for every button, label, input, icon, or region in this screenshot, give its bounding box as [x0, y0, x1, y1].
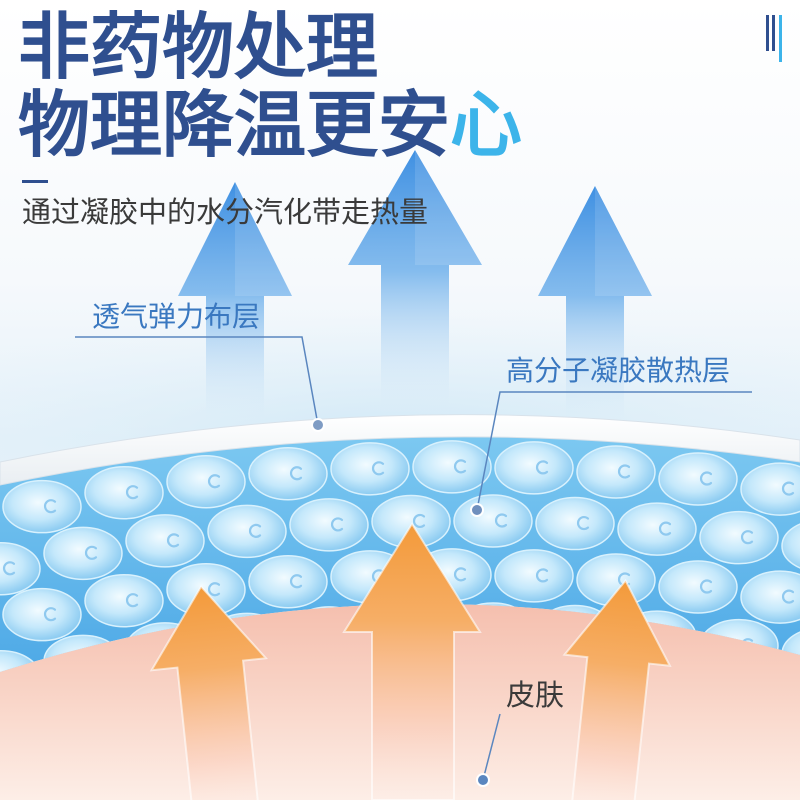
gel-bubble: [453, 494, 533, 548]
title-line-2-main: 物理降温更安: [18, 83, 451, 167]
warm-arrow-right-icon: [562, 578, 672, 800]
gel-bubble: [84, 465, 164, 520]
cloth-layer-label: 透气弹力布层: [92, 300, 261, 333]
cool-arrow-right-icon: [538, 186, 652, 430]
gel-bubble: [617, 502, 697, 556]
gel-bubble: [248, 447, 328, 501]
gel-bubble: [658, 452, 738, 506]
cloth-leader-dot: [311, 418, 325, 432]
warm-arrows: [149, 522, 672, 800]
title-line-2-accent: 心: [450, 83, 523, 167]
gel-bubble: [2, 479, 82, 534]
cloth-leader: [75, 336, 325, 432]
subtitle: 通过凝胶中的水分汽化带走热量: [22, 195, 429, 229]
gel-bubble: [781, 519, 800, 573]
cloth-leader-line: [75, 336, 319, 426]
gel-leader-dot: [470, 503, 484, 517]
skin-leader-line: [482, 713, 501, 781]
cool-arrows: [178, 150, 652, 430]
gel-bubble: [166, 454, 246, 509]
gel-bubble: [207, 504, 287, 559]
skin-leader: [476, 713, 501, 787]
cool-arrow-left-icon: [178, 182, 292, 430]
gel-bubble: [658, 560, 738, 614]
gel-leader: [470, 391, 752, 517]
gel-layer-label: 高分子凝胶散热层: [506, 354, 731, 387]
gel-bubble: [494, 549, 574, 603]
gel-leader-line: [476, 391, 752, 511]
gel-bubble: [0, 542, 41, 596]
title-line-2: 物理降温更安心: [18, 86, 522, 164]
title-line-1: 非药物处理: [18, 5, 379, 89]
gel-bubble: [289, 498, 369, 552]
skin-label: 皮肤: [506, 678, 565, 712]
gel-bubble: [43, 526, 123, 581]
gel-bubble: [84, 573, 164, 628]
gel-bubble: [576, 445, 656, 499]
warm-arrow-left-icon: [149, 584, 268, 800]
gel-bubble: [248, 555, 328, 609]
gel-bubble: [330, 442, 410, 496]
cloth-layer: [0, 414, 800, 486]
title-divider: [22, 180, 48, 183]
gel-bubble: [412, 440, 492, 494]
gel-bubble: [2, 587, 82, 642]
gel-bubble: [699, 510, 779, 565]
cool-arrow-middle-icon: [348, 150, 482, 420]
gel-bubble: [125, 514, 205, 568]
vertical-bars-icon: [766, 15, 782, 62]
gel-bubble: [494, 441, 574, 495]
skin-leader-dot: [476, 773, 490, 787]
gel-bubble: [535, 496, 615, 551]
warm-arrow-middle-icon: [342, 522, 482, 800]
gel-bubble: [576, 553, 656, 607]
